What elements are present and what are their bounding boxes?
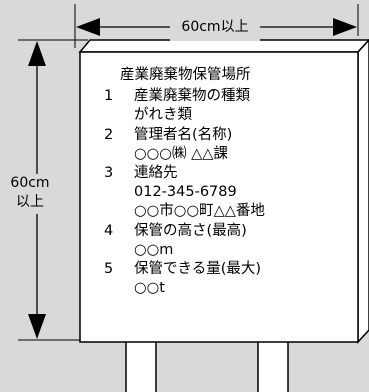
sign-item-5: 5 保管できる量(最大) xyxy=(100,260,350,279)
width-arrowhead-right xyxy=(333,18,357,36)
item-label: 保管できる量(最大) xyxy=(134,261,262,278)
item-number: 3 xyxy=(104,165,114,182)
sign-board-front xyxy=(79,51,359,343)
item-number: 1 xyxy=(104,88,114,105)
item-label: 管理者名(名称) xyxy=(134,126,233,143)
sign-board-side xyxy=(357,38,369,344)
sign-content: 産業廃棄物保管場所 1 産業廃棄物の種類 がれき類 2 管理者名(名称) ○○○… xyxy=(100,66,350,298)
item-number: 2 xyxy=(104,126,114,143)
sign-post-left xyxy=(125,337,157,392)
sign-post-right xyxy=(257,337,289,392)
item-value: 012-345-6789 xyxy=(134,184,237,201)
sign-board-top xyxy=(78,39,369,53)
width-arrowhead-left xyxy=(76,18,100,36)
sign-item-3: 3 連絡先 xyxy=(100,164,350,183)
height-dimension-label: 60cm 以上 xyxy=(2,174,58,214)
item-value: がれき類 xyxy=(134,107,192,124)
item-value: ○○m xyxy=(134,241,174,258)
sign-item-1: 1 産業廃棄物の種類 xyxy=(100,87,350,106)
sign-item-2: 2 管理者名(名称) xyxy=(100,126,350,145)
item-label: 産業廃棄物の種類 xyxy=(134,88,250,105)
height-label-line1: 60cm xyxy=(10,175,50,191)
sign-title: 産業廃棄物保管場所 xyxy=(120,67,251,83)
item-label: 保管の高さ(最高) xyxy=(134,222,247,239)
item-number: 4 xyxy=(104,222,114,239)
height-arrowhead-bottom xyxy=(28,314,46,339)
height-label-line2: 以上 xyxy=(16,194,44,210)
item-value: ○○○㈱ △△課 xyxy=(134,145,228,162)
width-dimension-label: 60cm以上 xyxy=(170,13,260,41)
item-number: 5 xyxy=(104,261,114,278)
item-label: 連絡先 xyxy=(134,165,178,182)
item-value: ○○t xyxy=(134,280,165,297)
sign-item-4: 4 保管の高さ(最高) xyxy=(100,222,350,241)
height-arrowhead-top xyxy=(28,41,46,66)
item-value-address: ○○市○○町△△番地 xyxy=(134,203,265,220)
